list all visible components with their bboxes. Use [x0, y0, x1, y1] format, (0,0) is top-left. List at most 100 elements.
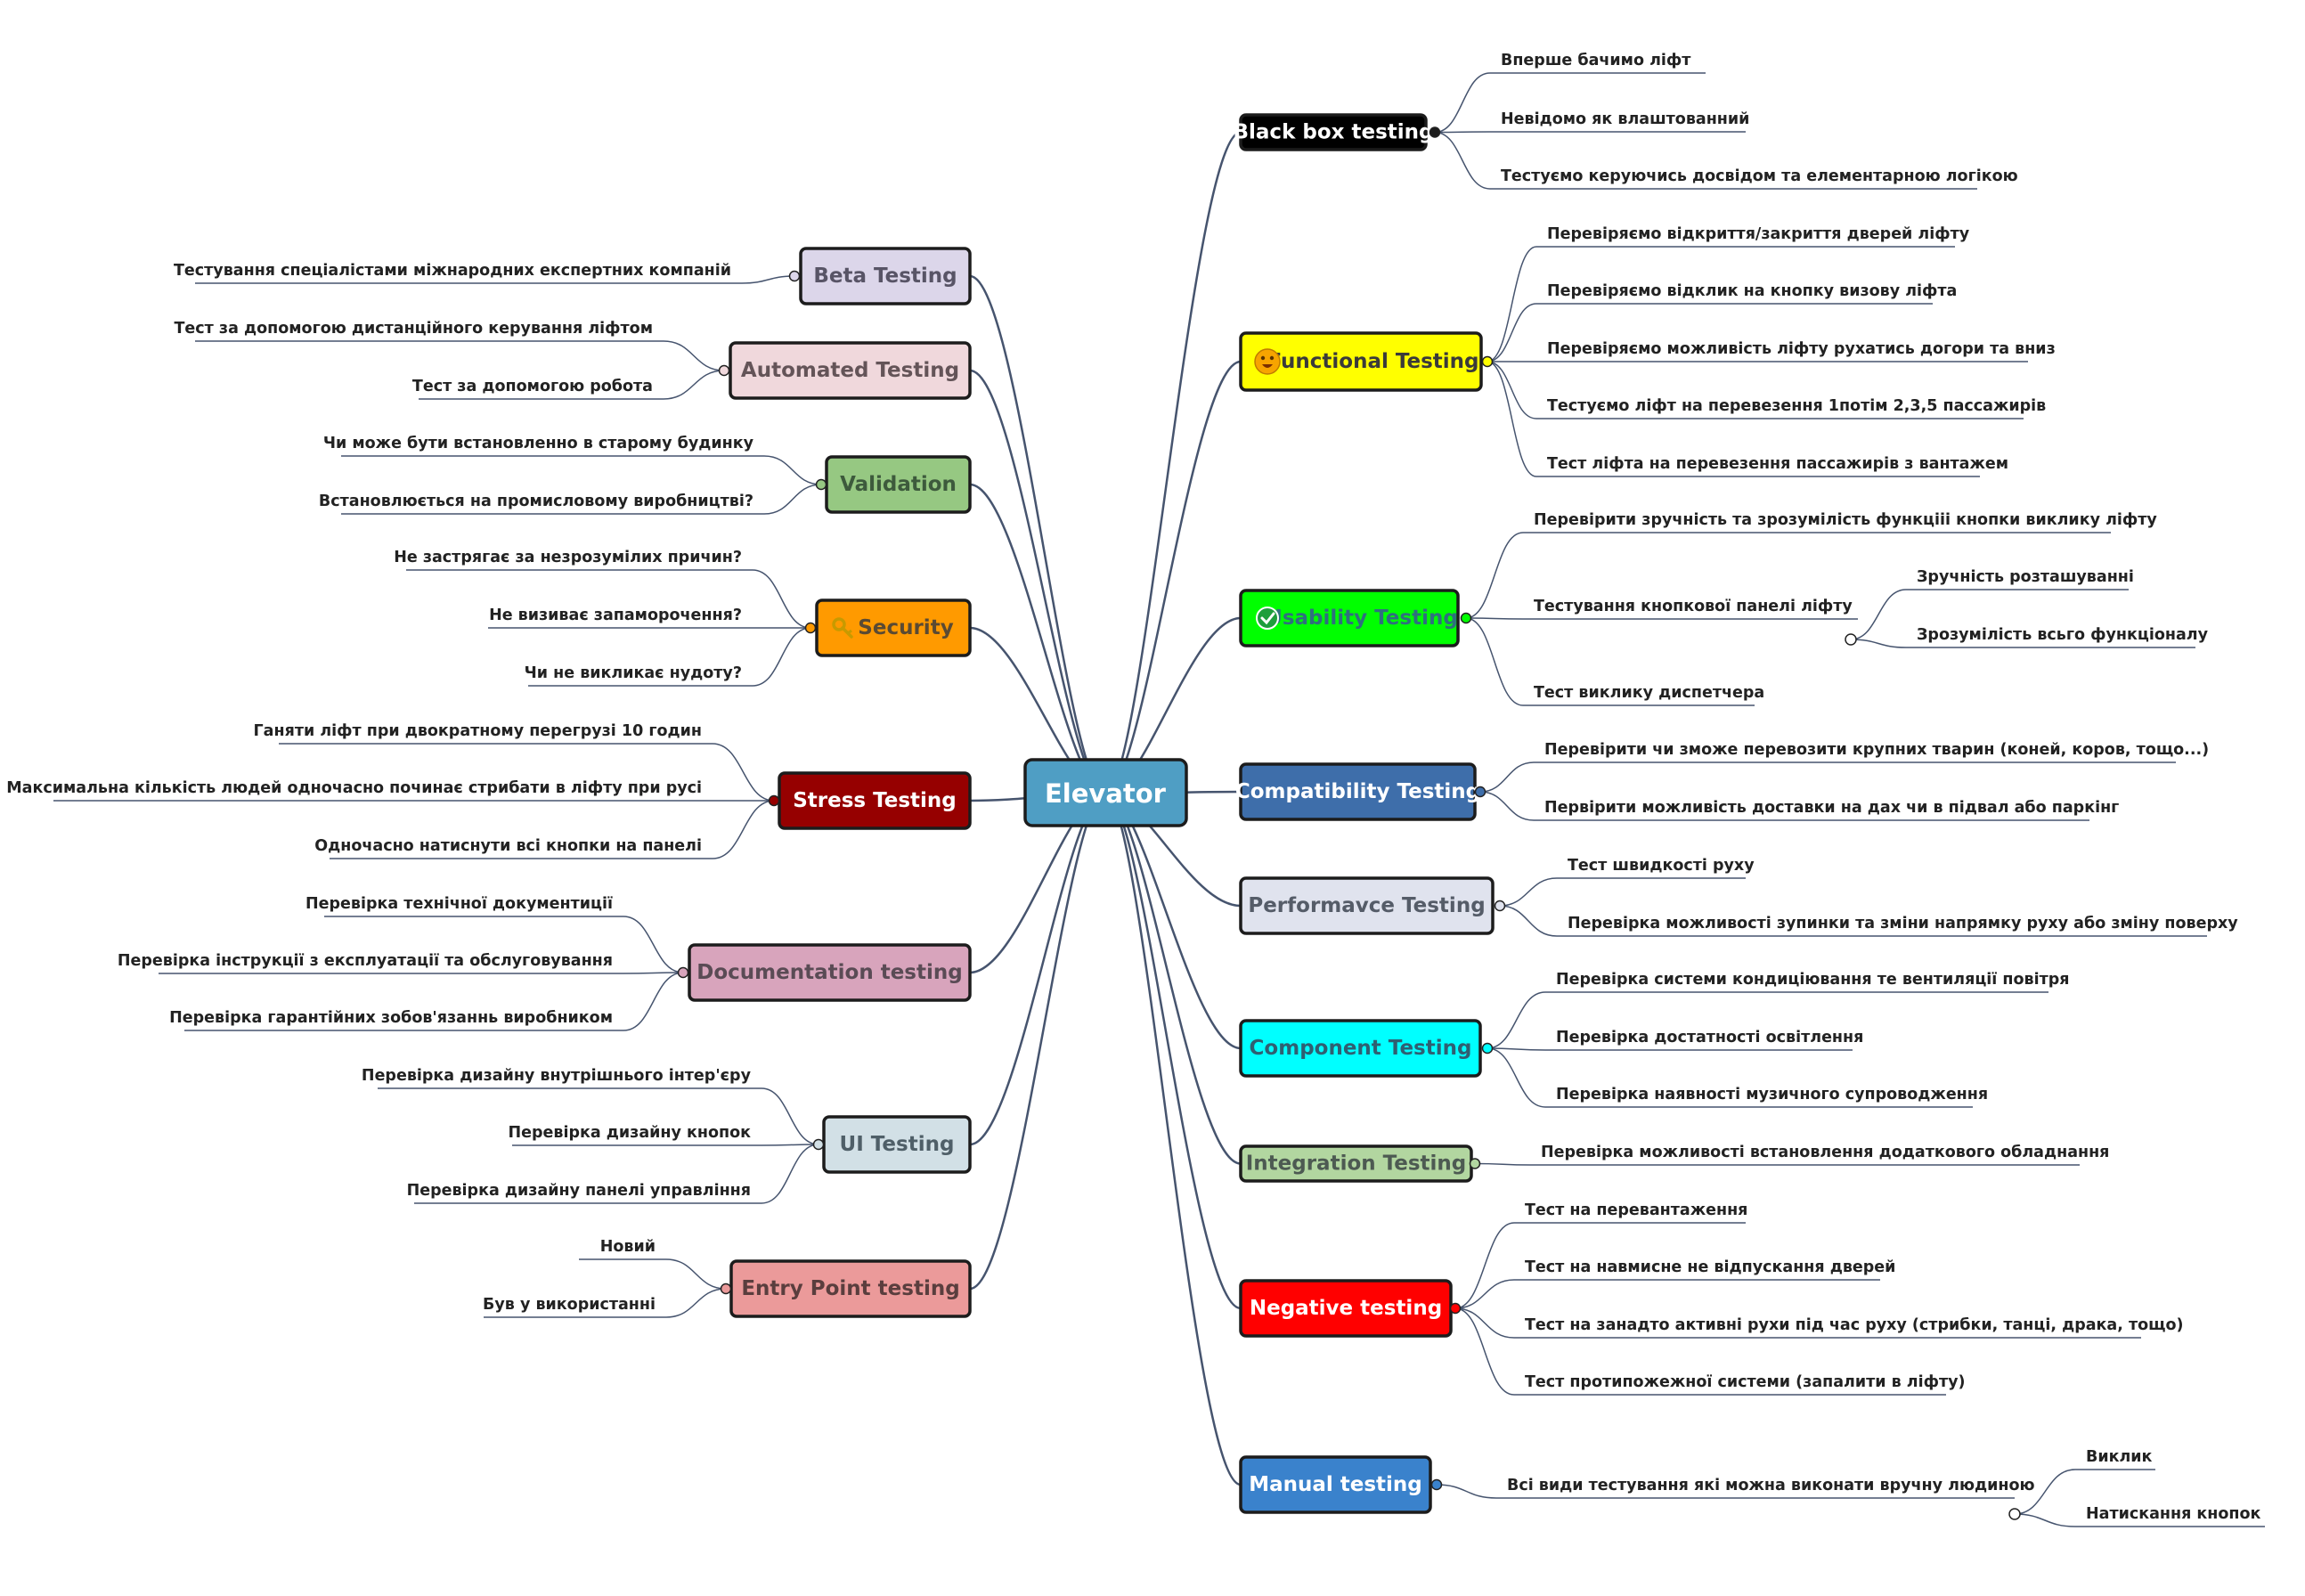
component-testing-leaf[interactable]: Перевірка достатності освітлення	[1556, 1029, 1863, 1046]
component-testing-leaf[interactable]: Перевірка наявності музичного супроводже…	[1556, 1086, 1988, 1103]
branch-security[interactable]: Security	[815, 598, 972, 657]
security-leaf[interactable]: Не застрягає за незрозумілих причин?	[394, 549, 742, 566]
branch-integration-testing[interactable]: Integration Testing	[1239, 1144, 1473, 1183]
negative-testing-leaf[interactable]: Тест на перевантаження	[1525, 1201, 1747, 1219]
integration-testing-leaf[interactable]: Перевірка можливості встановлення додатк…	[1541, 1144, 2109, 1161]
black-box-testing-leaf[interactable]: Невідомо як влаштованний	[1501, 110, 1749, 128]
branch-validation[interactable]: Validation	[825, 455, 972, 514]
leaf-connector	[663, 370, 725, 400]
ui-testing-leaf[interactable]: Перевірка дизайну панелі управління	[407, 1182, 751, 1200]
functional-testing-leaf[interactable]: Перевіряємо відкриття/закриття дверей лі…	[1547, 225, 1970, 243]
automated-testing-leaf[interactable]: Тест за допомогою дистанційного керуванн…	[175, 320, 654, 338]
leaf-connector	[1499, 877, 1558, 907]
negative-testing-connector-dot[interactable]	[1449, 1302, 1462, 1315]
branch-documentation-testing[interactable]: Documentation testing	[688, 943, 972, 1002]
branch-stress-testing[interactable]: Stress Testing	[778, 771, 972, 830]
leaf-connector	[1454, 1279, 1515, 1309]
functional-testing-leaf[interactable]: Тест ліфта на перевезення пассажирів з в…	[1547, 455, 2008, 473]
black-box-testing-box	[1239, 113, 1428, 151]
automated-testing-leaf[interactable]: Тест за допомогою робота	[412, 378, 653, 395]
manual-testing-connector-dot[interactable]	[1430, 1478, 1443, 1491]
black-box-testing-leaf[interactable]: Вперше бачимо ліфт	[1501, 52, 1691, 69]
documentation-testing-leaf[interactable]: Перевірка технічної документиції	[305, 895, 613, 913]
usability-testing-leaf[interactable]: Тестування кнопкової панелі ліфту	[1534, 598, 1853, 615]
root-node-box	[1023, 758, 1188, 827]
usability-testing-sub-leaf[interactable]: Зрозумілість всьго функціоналу	[1917, 626, 2209, 644]
performavce-testing-connector-dot[interactable]	[1494, 900, 1506, 912]
component-testing-leaf[interactable]: Перевірка системи кондиціювання те венти…	[1556, 971, 2069, 989]
usability-testing-leaf[interactable]: Перевірити зручність та зрозумілість фун…	[1534, 511, 2157, 529]
functional-testing-box	[1239, 331, 1483, 392]
functional-testing-leaf[interactable]: Перевіряємо можливість ліфту рухатись до…	[1547, 340, 2056, 358]
validation-connector-dot[interactable]	[815, 478, 827, 491]
functional-testing-leaf[interactable]: Перевіряємо відклик на кнопку визову ліф…	[1547, 282, 1957, 300]
automated-testing-label: Automated Testing	[741, 359, 959, 382]
negative-testing-leaf[interactable]: Тест на навмисне не відпускання дверей	[1525, 1258, 1895, 1276]
branch-functional-testing[interactable]: Functional Testing	[1239, 331, 1483, 392]
compatibility-testing-connector-dot[interactable]	[1474, 786, 1486, 798]
usability-testing-connector-dot[interactable]	[1460, 612, 1472, 624]
negative-testing-leaf[interactable]: Тест протипожежної системи (запалити в л…	[1525, 1373, 1966, 1391]
stress-testing-connector-dot[interactable]	[768, 794, 780, 807]
automated-testing-connector-dot[interactable]	[718, 364, 730, 377]
integration-testing-connector-dot[interactable]	[1469, 1158, 1481, 1169]
branch-entry-point-testing[interactable]: Entry Point testing	[729, 1259, 972, 1318]
functional-testing-connector-dot[interactable]	[1481, 355, 1494, 368]
stress-testing-leaf[interactable]: Ганяти ліфт при двократному перегрузі 10…	[254, 722, 702, 740]
validation-leaf[interactable]: Встановлюється на промисловому виробницт…	[319, 493, 753, 510]
branch-compatibility-testing[interactable]: Compatibility Testing	[1235, 762, 1480, 821]
leaf-connector	[1436, 1484, 1497, 1499]
leaf-connector	[763, 484, 822, 515]
leaf-connector	[1434, 131, 1491, 190]
security-leaf[interactable]: Не визиває запаморочення?	[489, 607, 742, 624]
negative-testing-leaf[interactable]: Тест на занадто активні рухи під час рух…	[1525, 1316, 2184, 1334]
security-leaf[interactable]: Чи не викликає нудоту?	[525, 664, 742, 682]
sub-branch-dot[interactable]	[1845, 633, 1857, 646]
manual-testing-leaf[interactable]: Всі види тестування які можна виконати в…	[1507, 1477, 2035, 1494]
documentation-testing-leaf[interactable]: Перевірка інструкції з експлуатації та о…	[118, 952, 613, 970]
entry-point-testing-leaf[interactable]: Новий	[600, 1238, 656, 1256]
branch-manual-testing[interactable]: Manual testing	[1239, 1455, 1432, 1514]
entry-point-testing-connector-dot[interactable]	[720, 1282, 732, 1295]
manual-testing-sub-leaf[interactable]: Натискання кнопок	[2086, 1505, 2261, 1523]
branch-negative-testing[interactable]: Negative testing	[1239, 1279, 1453, 1338]
documentation-testing-connector-dot[interactable]	[677, 966, 689, 979]
compatibility-testing-leaf[interactable]: Первірити можливість доставки на дах чи …	[1544, 799, 2119, 817]
usability-testing-sub-leaf[interactable]: Зручність розташуванні	[1917, 568, 2134, 586]
branch-performavce-testing[interactable]: Performavce Testing	[1239, 876, 1495, 935]
sub-branch-dot[interactable]	[2008, 1508, 2021, 1520]
security-connector-dot[interactable]	[804, 622, 817, 634]
branch-component-testing[interactable]: Component Testing	[1239, 1019, 1482, 1078]
leaf-connector	[1486, 991, 1546, 1049]
branch-ui-testing[interactable]: UI Testing	[822, 1115, 972, 1174]
branch-beta-testing[interactable]: Beta Testing	[799, 247, 972, 305]
performavce-testing-label: Performavce Testing	[1248, 894, 1485, 917]
performavce-testing-leaf[interactable]: Тест швидкості руху	[1568, 857, 1755, 875]
ui-testing-leaf[interactable]: Перевірка дизайну кнопок	[509, 1124, 752, 1142]
validation-leaf[interactable]: Чи може бути встановленно в старому буди…	[323, 435, 754, 452]
branch-usability-testing[interactable]: Usability Testing	[1239, 589, 1460, 647]
branch-black-box-testing[interactable]: Black box testing	[1234, 113, 1434, 151]
branch-automated-testing[interactable]: Automated Testing	[729, 341, 972, 400]
compatibility-testing-leaf[interactable]: Перевірити чи зможе перевозити крупних т…	[1544, 741, 2209, 759]
beta-testing-box	[799, 247, 972, 305]
component-testing-connector-dot[interactable]	[1481, 1042, 1494, 1054]
leaf-connector	[1454, 1222, 1515, 1309]
black-box-testing-leaf[interactable]: Тестуємо керуючись досвідом та елементар…	[1501, 167, 2018, 185]
beta-testing-leaf[interactable]: Тестування спеціалістами міжнародних екс…	[174, 262, 731, 280]
functional-testing-leaf[interactable]: Тестуємо ліфт на перевезення 1потім 2,3,…	[1547, 397, 2046, 415]
documentation-testing-leaf[interactable]: Перевірка гарантійних зобов'язаннь вироб…	[169, 1009, 613, 1027]
entry-point-testing-leaf[interactable]: Був у використанні	[483, 1296, 656, 1314]
ui-testing-connector	[969, 792, 1106, 1146]
root-node[interactable]: Elevator	[1023, 758, 1188, 827]
black-box-testing-connector-dot[interactable]	[1429, 126, 1441, 138]
stress-testing-leaf[interactable]: Одночасно натиснути всі кнопки на панелі	[314, 837, 702, 855]
performavce-testing-leaf[interactable]: Перевірка можливості зупинки та зміни на…	[1568, 915, 2238, 932]
ui-testing-connector-dot[interactable]	[812, 1138, 825, 1151]
leaf-connector	[712, 743, 775, 802]
beta-testing-connector-dot[interactable]	[788, 270, 801, 282]
manual-testing-sub-leaf[interactable]: Виклик	[2086, 1448, 2153, 1466]
stress-testing-leaf[interactable]: Максимальна кількість людей одночасно по…	[6, 779, 702, 797]
ui-testing-leaf[interactable]: Перевірка дизайну внутрішнього інтер'єру	[362, 1067, 752, 1085]
usability-testing-leaf[interactable]: Тест виклику диспетчера	[1534, 684, 1764, 702]
